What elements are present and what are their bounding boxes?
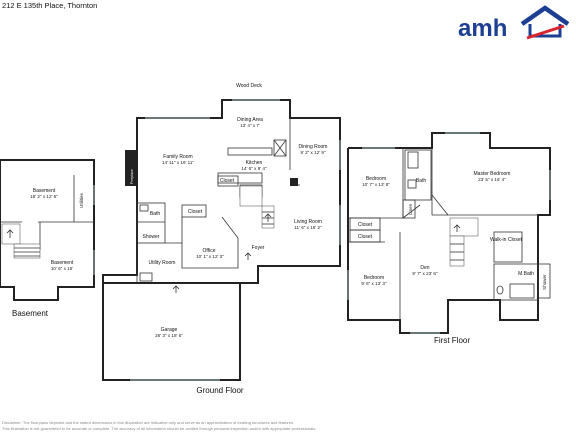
bedroom-2-label: Bedroom [364,275,384,281]
bath-first-label: Bath [416,178,427,184]
family-room-label: Family Room [163,154,192,160]
wood-deck-label: Wood Deck [236,83,262,89]
basement-small-dims: 10' 6" x 15' [51,266,73,271]
disclaimer-line-1: Disclaimer: The floorplans depicted and … [2,420,294,425]
ground-floor-plan: Fireplace [102,83,341,395]
closet-ground-1-label: Closet [220,178,235,184]
utilities-label: Utilities [79,192,84,208]
shower-first-label: Shower [542,274,547,290]
first-floor-stairs [449,217,479,267]
garage-label: Garage [161,327,178,333]
shower-ground-label: Shower [143,234,160,240]
ground-floor-stairs [239,185,275,229]
basement-main-dims: 18' 2" x 12' 5" [30,194,58,199]
kitchen-dims: 14' 6" x 9' 4" [241,166,267,171]
office-label: Office [203,248,216,254]
bedroom-1-dims: 10' 7" x 13' 8" [362,182,390,187]
kitchen-label: Kitchen [246,160,263,166]
fireplace-label: Fireplace [130,169,134,184]
foyer-label: Foyer [252,245,265,251]
logo-wordmark: amh [458,15,507,42]
first-floor-plan: Bedroom 10' 7" x 13' 8" Bath Master Bedr… [347,132,551,345]
office-dims: 10' 1" x 12' 3" [196,254,224,259]
den-dims: 9' 7" x 23' 6" [412,271,438,276]
dining-room-dims: 9' 2" x 12' 9" [300,150,326,155]
property-address: 212 E 135th Place, Thornton [2,1,97,10]
m-bath-label: M.Bath [518,271,534,277]
house-roof-icon [520,5,570,40]
kitchen-island [227,147,273,156]
closet-first-2-label: Closet [358,234,373,240]
basement-floor-title: Basement [12,309,49,318]
closet-ground-2-label: Closet [188,209,203,215]
dining-area-label: Dining Area [237,117,263,123]
basement-main-label: Basement [33,188,56,194]
amh-logo: amh [458,5,570,42]
walk-in-closet-label: Walk-in Closet [490,237,523,243]
master-bedroom-label: Master Bedroom [474,171,511,177]
utility-room-label: Utility Room [149,260,176,266]
bedroom-1-label: Bedroom [366,176,386,182]
bath-ground-label: Bath [150,211,161,217]
family-room-dims: 14' 11" x 16' 11" [162,160,195,165]
dining-area-dims: 13' 4" x 7' [240,123,260,128]
closet-first-1-label: Closet [358,222,373,228]
basement-stairs [1,223,41,259]
den-label: Den [420,265,429,271]
living-room-dims: 11' 6" x 16' 2" [294,225,322,230]
dining-room-label: Dining Room [299,144,328,150]
ground-floor-title: Ground Floor [196,386,243,395]
linen-label: Linen [408,203,413,215]
disclaimer-line-2: This illustration is not guaranteed to b… [2,426,316,431]
garage-dims: 26' 3" x 18' 6" [155,333,183,338]
first-floor-title: First Floor [434,336,470,345]
master-bedroom-dims: 23' 5" x 16' 4" [478,177,506,182]
fireplace [125,150,137,186]
basement-small-label: Basement [51,260,74,266]
living-room-label: Living Room [294,219,322,225]
basement-plan: Basement 18' 2" x 12' 5" Utilities Basem… [0,159,95,318]
bedroom-2-dims: 9' 6" x 13' 3" [361,281,387,286]
